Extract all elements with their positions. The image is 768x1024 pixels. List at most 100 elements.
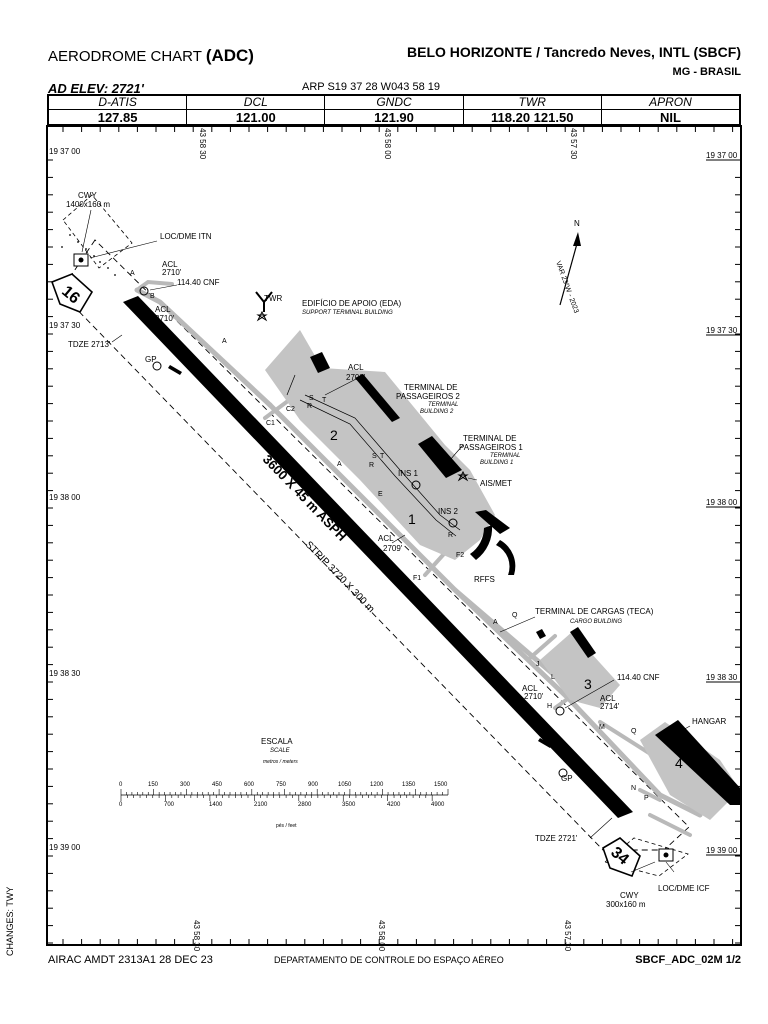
airport-name: BELO HORIZONTE / Tancredo Neves, INTL (S… (407, 44, 741, 60)
arp-coordinates: ARP S19 37 28 W043 58 19 (302, 81, 441, 93)
acl-value: 2714' (600, 702, 620, 711)
loc-dme-south (658, 848, 674, 862)
latitude-labels: 19 37 00 19 37 00 19 37 30 19 37 30 19 3… (49, 147, 741, 856)
scale-m-label: 1500 (434, 782, 448, 788)
clearway-north (62, 194, 133, 269)
twy-label: Q (631, 728, 637, 735)
freq-name: GNDC (325, 96, 463, 110)
tps1-label-en-a: TERMINAL (490, 453, 520, 459)
gp-north-label: GP (145, 355, 157, 364)
freq-name: D-ATIS (49, 96, 187, 110)
changes-note: CHANGES: TWY (5, 886, 15, 956)
longitude-labels: 43 58 30 43 58 00 43 57 30 43 58 30 43 5… (192, 128, 578, 952)
scale-m-label: 0 (119, 782, 123, 788)
apron-number: 4 (675, 755, 683, 771)
acl-label: ACL (348, 363, 364, 372)
scale-ft-label: 2800 (298, 802, 312, 808)
twy-label: A (222, 338, 227, 345)
scale-bar: ESCALA SCALE metros / meters pés / feet … (119, 737, 449, 829)
north-arrow-head-icon (573, 232, 581, 246)
twy-label: J (536, 661, 540, 668)
teca-label: TERMINAL DE CARGAS (TECA) (535, 607, 654, 616)
approach-lights-north (61, 234, 116, 276)
twr-label: TWR (264, 294, 282, 303)
clearway-south (604, 837, 689, 877)
ins-points (411, 480, 458, 528)
ins-1-icon (411, 480, 421, 490)
airport-state: MG - BRASIL (672, 66, 741, 78)
lat-label: 19 37 00 (706, 151, 738, 160)
acl-value: 2709' (383, 544, 403, 553)
twy-label: A (493, 619, 498, 626)
annotations: CWY 1400x160 m LOC/DME ITN ACL 2710' 114… (66, 191, 726, 909)
scale-m-label: 600 (244, 782, 255, 788)
apron-taxilanes (286, 374, 461, 537)
scale-units-top: metros / meters (263, 759, 298, 765)
twy-label: N (631, 785, 636, 792)
lat-label: 19 37 30 (49, 321, 81, 330)
acl-label: ACL (378, 534, 394, 543)
north-arrow-line (559, 239, 579, 306)
taxiway-labels: A B A C1 C2 S R T A S T R E R F2 F1 A Q … (130, 270, 649, 802)
apron-numbers: 1 2 3 4 (330, 427, 683, 771)
chart-title-code: (ADC) (205, 46, 254, 65)
twy-label: F2 (456, 552, 464, 559)
hangar-label: HANGAR (692, 717, 726, 726)
terminal-1-building (418, 436, 462, 478)
dme-freq-south: 114.40 CNF (617, 673, 660, 682)
terminal-2-building (355, 374, 400, 422)
issuing-department: DEPARTAMENTO DE CONTROLE DO ESPAÇO AÉREO (274, 955, 504, 965)
tps1-label-a: TERMINAL DE (463, 434, 517, 443)
dme-symbols (139, 286, 565, 716)
freq-name: APRON (601, 96, 740, 110)
lon-label: 43 58 00 (383, 128, 392, 160)
twy-label: A (130, 270, 135, 277)
scale-ft-label: 1400 (209, 802, 223, 808)
acl-label: ACL (155, 305, 171, 314)
lon-label: 43 57 30 (563, 920, 572, 952)
lon-label: 43 58 30 (192, 920, 201, 952)
border-ticks (47, 126, 741, 945)
lat-label: 19 37 00 (49, 147, 81, 156)
cwy-north-title: CWY (78, 191, 97, 200)
eda-label: EDIFÍCIO DE APOIO (EDA) (302, 299, 401, 308)
scale-m-label: 750 (276, 782, 287, 788)
twy-label: E (378, 491, 383, 498)
scale-m-label: 300 (180, 782, 191, 788)
acl-label: ACL (162, 260, 178, 269)
runway (123, 296, 633, 818)
lat-label: 19 38 00 (706, 498, 738, 507)
scale-title: ESCALA (261, 737, 293, 746)
loc-south-label: LOC/DME ICF (658, 884, 710, 893)
lat-label: 19 38 30 (706, 673, 738, 682)
twr-star-icon (256, 310, 268, 322)
freq-name: TWR (463, 96, 601, 110)
freq-value: 127.85 (97, 110, 138, 125)
lat-label: 19 37 30 (706, 326, 738, 335)
lat-label: 19 38 30 (49, 669, 81, 678)
scale-ft-label: 4200 (387, 802, 401, 808)
twy-label: T (322, 397, 327, 404)
loc-north-label: LOC/DME ITN (160, 232, 212, 241)
acl-value: 2708' (346, 373, 366, 382)
ais-met-star-icon (457, 470, 469, 482)
tps2-label-en-a: TERMINAL (428, 402, 458, 408)
ins1-label: INS 1 (398, 469, 419, 478)
gp-south-label: GP (561, 774, 573, 783)
acl-value: 2710' (155, 314, 175, 323)
twy-label: R (369, 462, 374, 469)
north-arrow: N VAR 23°W - 2023 (554, 219, 581, 314)
pier-building (475, 510, 510, 534)
scale-ft-label: 0 (119, 802, 123, 808)
scale-m-label: 450 (212, 782, 223, 788)
gp-icon (558, 768, 568, 778)
twy-label: F1 (413, 575, 421, 582)
runway-34-marker: 34 (602, 837, 641, 878)
rffs-label: RFFS (474, 575, 495, 584)
